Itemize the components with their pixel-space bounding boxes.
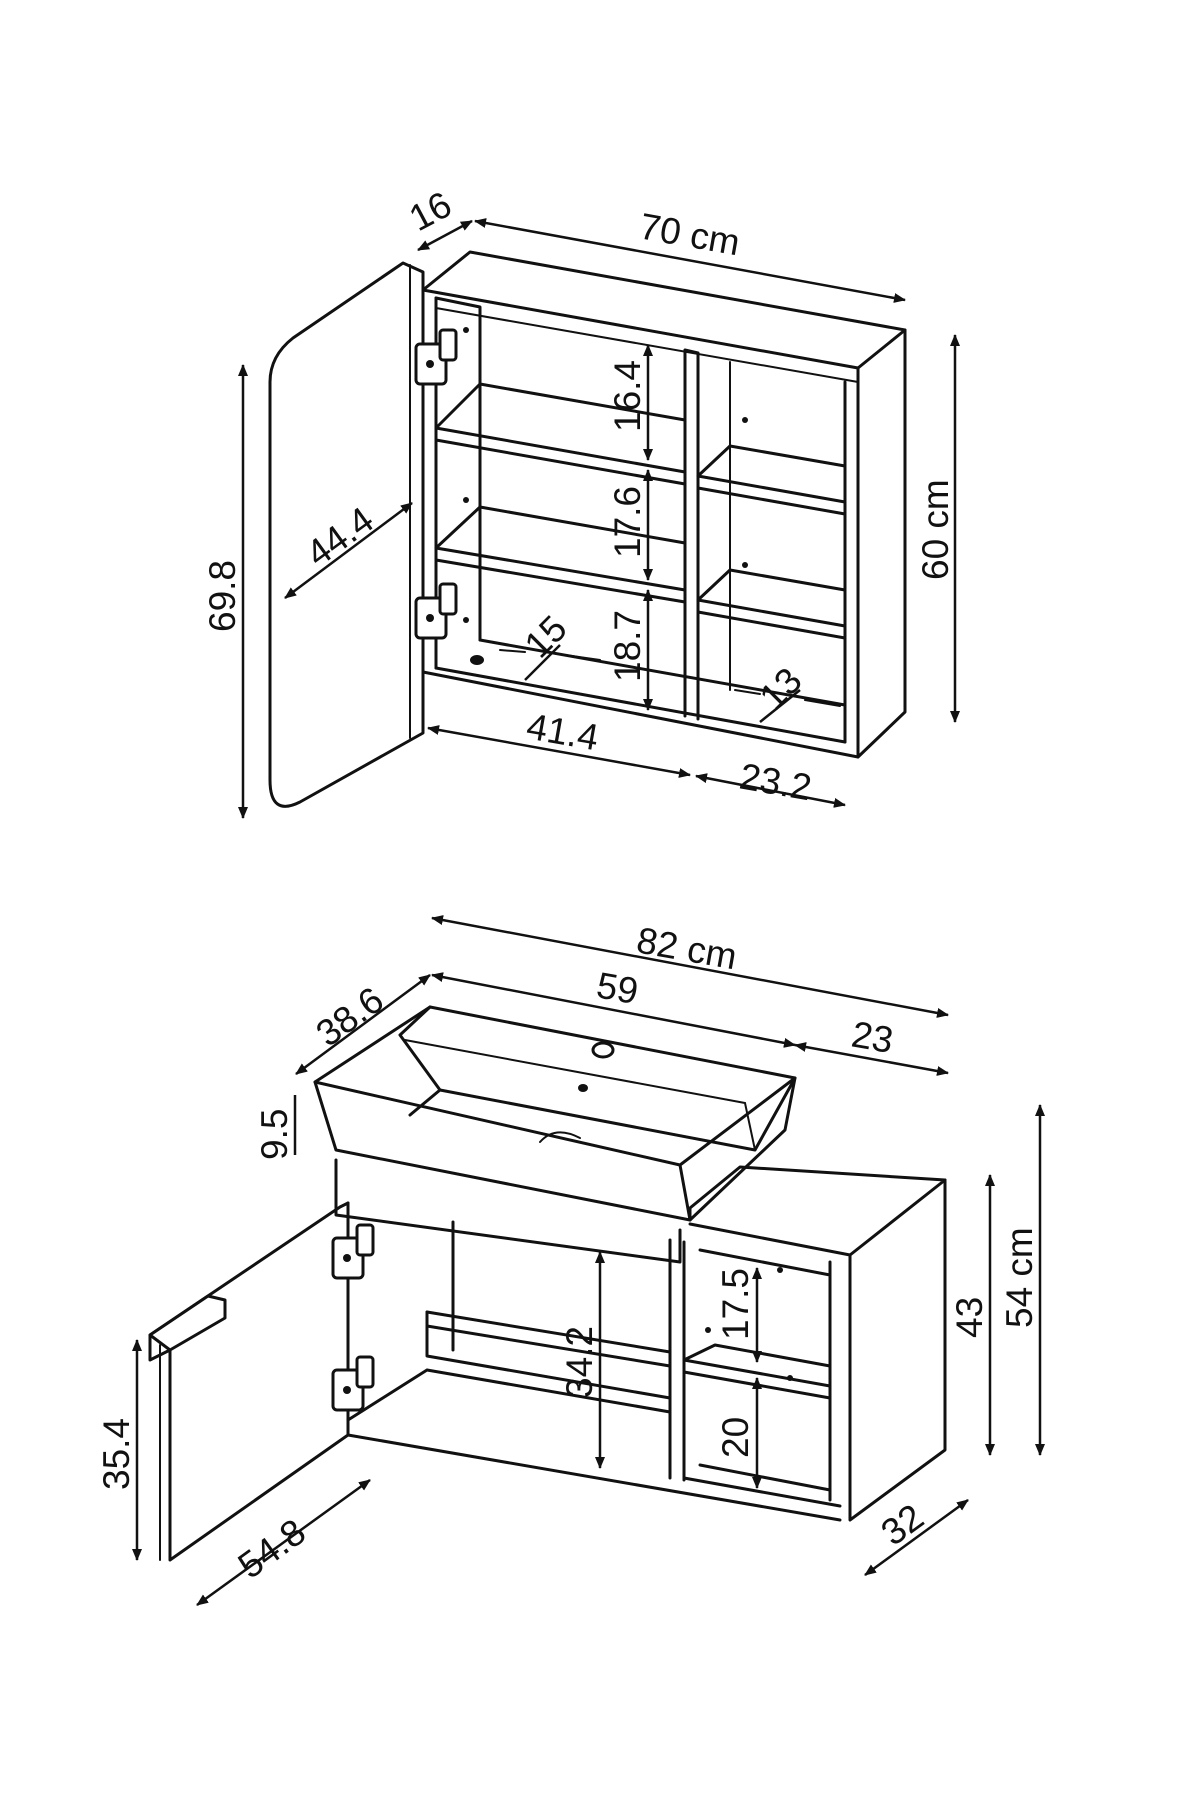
label-vanity-total-width: 82 cm [634,920,740,978]
dim-left-depth-line [524,644,561,681]
label-mirror-door-diagonal: 44.4 [299,499,381,574]
side-unit-right [848,1178,947,1522]
dim-right-width-line [695,773,846,808]
vanity-divider [668,1238,686,1482]
hinge-bottom [414,582,458,640]
dim-depth-line [295,973,431,1076]
label-mirror-left-shelf-depth: 15 [517,608,575,666]
label-mirror-right-shelf-depth: 13 [752,660,810,718]
label-mirror-right-width: 23.2 [737,756,815,809]
mirror-cabinet-front-left [421,288,860,759]
dim-side-width-line [794,1042,949,1076]
hinge-top [414,328,458,386]
label-vanity-total-height: 54 cm [999,1227,1040,1328]
dim-door-diagonal-line [196,1478,371,1607]
dim-right-depth-line [864,1498,969,1577]
side-unit-inner [698,1248,832,1502]
mirror-cabinet-divider [683,348,700,721]
mirror-cabinet-bottom [434,638,847,744]
drain [539,1131,581,1143]
tap-hole [591,1041,615,1059]
vanity-door-handle [148,1294,227,1352]
label-vanity-right-depth: 32 [874,1496,931,1553]
label-vanity-side-width: 23 [849,1014,897,1062]
side-unit-bottom [682,1463,842,1508]
side-unit-top [688,1165,947,1257]
dim-right-depth-line [759,689,801,723]
vanity-door [148,1201,350,1562]
right-shelf-1 [696,444,847,516]
right-shelf-2 [696,568,847,640]
label-vanity-side-height: 43 [949,1297,990,1338]
label-vanity-basin-height: 9.5 [254,1109,295,1160]
vanity-unit: 82 cm 59 23 38.6 9.5 54 cm 43 32 35.4 54… [96,915,1045,1607]
label-mirror-gap-bottom: 18.7 [607,610,648,682]
mirror-cabinet-holes [463,327,748,665]
label-mirror-left-width: 41.4 [524,706,602,759]
label-vanity-depth: 38.6 [309,979,391,1054]
label-mirror-gap-top: 16.4 [607,360,648,432]
mirror-cabinet: 70 cm 16 60 cm 69.8 44.4 41.4 23.2 16.4 … [202,184,960,819]
dim-door-diagonal-line [284,501,413,600]
label-vanity-basin-width: 59 [594,965,642,1013]
label-mirror-gap-middle: 17.6 [607,486,648,558]
mirror-cabinet-body [421,250,907,370]
basin-inner [398,1005,797,1152]
vanity-body-front [334,1158,682,1264]
dim-width-line [474,218,906,303]
vanity-cabinet-back [425,1220,672,1400]
vanity-cabinet-shelf [425,1310,672,1368]
label-mirror-depth: 16 [403,184,459,240]
vanity-hinge-bottom [331,1355,375,1412]
label-mirror-door-height: 69.8 [202,560,243,632]
shelf-depth-guides [499,649,841,707]
label-vanity-side-gap-bottom: 20 [715,1417,756,1458]
vanity-cabinet-bottom [346,1368,672,1422]
label-vanity-inner-height: 34.2 [559,1326,600,1398]
overflow-hole [578,1084,588,1092]
label-vanity-door-height: 35.4 [96,1418,137,1490]
mirror-cabinet-right-side [856,328,907,759]
dim-depth-line [417,219,473,252]
dim-left-width-line [427,725,691,778]
label-vanity-side-gap-top: 17.5 [715,1268,756,1340]
vanity-hinge-top [331,1223,375,1280]
mirror-cabinet-back-top [434,296,482,642]
dim-total-width-line [431,915,949,1018]
label-vanity-door-diagonal: 54.8 [231,1511,313,1586]
vanity-holes [705,1267,793,1381]
mirror-cabinet-door [268,261,425,808]
basin-inner-rim [404,1039,756,1151]
label-mirror-height: 60 cm [915,479,956,580]
basin-front [313,1076,797,1222]
dim-basin-width-line [431,972,796,1048]
